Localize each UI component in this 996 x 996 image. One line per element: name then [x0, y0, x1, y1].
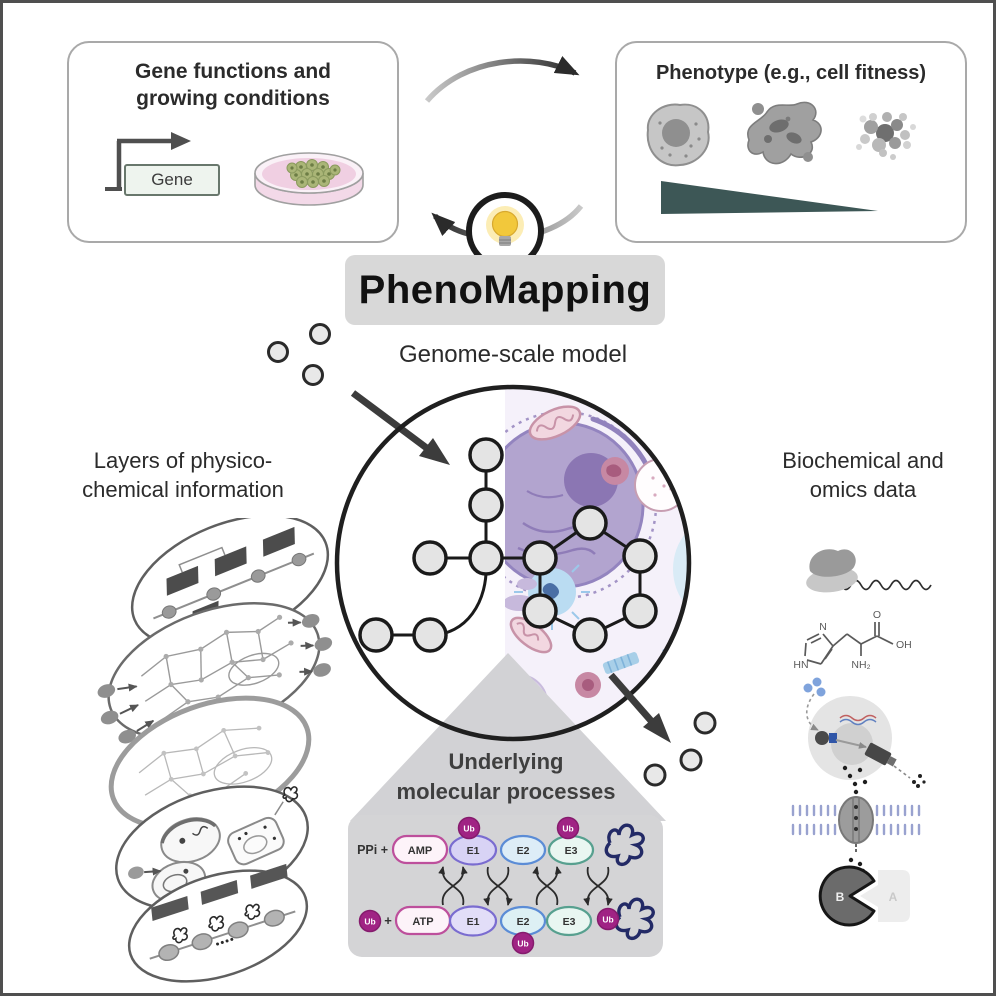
e3-bottom — [545, 905, 593, 937]
right-panel-label: Biochemical and omics data — [741, 446, 985, 504]
phenomapping-title: PhenoMapping — [358, 267, 652, 312]
plus-label: + — [384, 913, 392, 928]
e1-bottom — [448, 905, 498, 937]
output-metabolites — [643, 711, 717, 787]
fitness-gradient-triangle — [661, 181, 878, 214]
e3-top-label: E3 — [565, 845, 578, 857]
genome-model-circle — [334, 384, 692, 742]
e2-top — [499, 834, 547, 866]
ubiquitination-pathway-art: PPi + AMP E1 Ub E2 E3 Ub Ub + ATP E1 E2 … — [357, 816, 655, 955]
genome-model-label: Genome-scale model — [398, 341, 628, 368]
ub-label: Ub — [517, 939, 528, 949]
omics-icons-art: N HN O OH NH₂ — [791, 549, 932, 927]
protein-b-label: B — [836, 890, 845, 904]
right-panel-label-line2: omics data — [809, 477, 917, 503]
fragmented-cell-icon — [856, 112, 916, 160]
layer-genes-proteins — [127, 863, 309, 983]
e3-bottom-label: E3 — [563, 916, 576, 928]
lightbulb-icon — [466, 192, 544, 270]
ub-label: Ub — [562, 824, 573, 834]
ppi-label: PPi + — [357, 843, 388, 857]
molecular-processes-title-line2: molecular processes — [396, 778, 616, 804]
histidine-o-label: O — [873, 609, 881, 621]
petri-dish-icon — [254, 152, 364, 206]
ub-label: Ub — [364, 917, 375, 927]
e1-bottom-label: E1 — [467, 916, 480, 928]
expression-cell-icon — [803, 677, 926, 788]
output-arrow — [608, 672, 671, 743]
phenotype-cells-art — [646, 101, 916, 214]
substrate-protein — [614, 897, 655, 941]
gene-functions-title: Gene functions and growing conditions — [134, 60, 331, 110]
mitochondrion — [528, 405, 582, 441]
gene-rect — [124, 164, 220, 196]
e2-top-label: E2 — [517, 845, 530, 857]
metabolite-structure-icon: N HN O OH NH₂ — [793, 609, 911, 671]
metabolic-network-nodes — [358, 437, 658, 653]
nucleus — [505, 421, 645, 589]
stressed-cell-icon — [747, 101, 822, 165]
histidine-n-label: N — [819, 621, 827, 633]
amp-label: AMP — [408, 845, 432, 857]
e1-top-label: E1 — [467, 845, 480, 857]
phenomapping-banner: PhenoMapping — [345, 255, 665, 325]
left-panel-label-line2: chemical information — [82, 477, 284, 503]
ub-badge — [457, 816, 481, 840]
amp-pill — [391, 834, 449, 865]
input-metabolites — [267, 323, 331, 386]
substrate-protein — [604, 823, 645, 867]
left-panel-label: Layers of physico- chemical information — [41, 446, 325, 504]
histidine-oh-label: OH — [896, 639, 912, 651]
information-layers-art — [97, 518, 333, 983]
colonies — [286, 159, 341, 188]
e2-bottom-label: E2 — [517, 916, 530, 928]
promoter-arrowhead — [171, 132, 191, 150]
input-arrow — [350, 390, 450, 465]
ub-badge — [511, 931, 535, 955]
gene-label: Gene — [151, 170, 193, 189]
ub-badge — [596, 907, 620, 931]
healthy-cell-icon — [646, 103, 710, 167]
ub-label: Ub — [602, 915, 613, 925]
genome-model-art — [267, 323, 717, 821]
forward-arrow — [424, 56, 580, 103]
phenotype-title: Phenotype (e.g., cell fitness) — [655, 62, 927, 84]
exchange-arrows — [438, 866, 613, 906]
protein-a-label: A — [889, 890, 898, 904]
gene-promoter-icon: Gene — [105, 132, 220, 196]
protein-interaction-icon: B A — [818, 865, 910, 927]
ub-label: Ub — [463, 824, 474, 834]
atp-label: ATP — [412, 916, 433, 928]
molecular-processes-title: Underlying molecular processes — [356, 747, 656, 807]
ribosome-icon — [806, 549, 932, 593]
transporter-icon — [791, 765, 921, 879]
histidine-nh2-label: NH₂ — [851, 659, 870, 671]
ub-badge — [358, 909, 382, 933]
ub-badge — [556, 816, 580, 840]
right-panel-label-line1: Biochemical and — [782, 448, 944, 473]
left-panel-label-line1: Layers of physico- — [93, 448, 273, 473]
molecular-processes-title-line1: Underlying — [448, 749, 564, 774]
top-arrows-art — [424, 56, 584, 270]
blue-rod — [602, 652, 640, 674]
histidine-hn-label: HN — [793, 659, 808, 671]
